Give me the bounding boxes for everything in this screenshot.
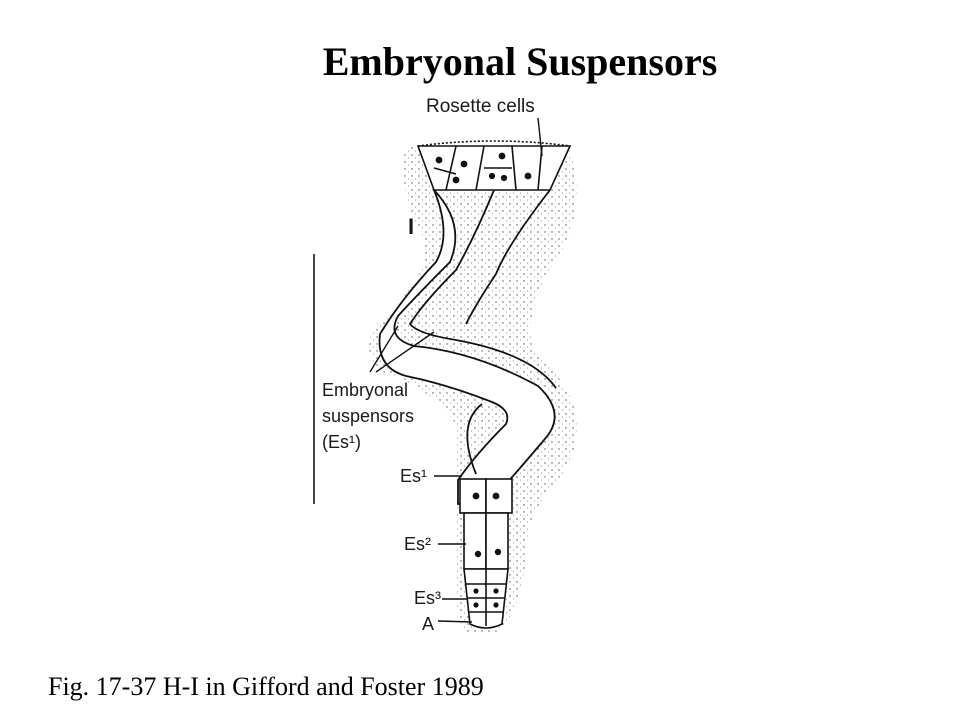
es1-label: Es¹	[400, 466, 427, 486]
rosette-cells-label: Rosette cells	[426, 96, 535, 117]
terminal-cells	[459, 478, 513, 629]
embryonal-suspensors-label-line3: (Es¹)	[322, 432, 361, 452]
es3-label: Es³	[414, 588, 441, 608]
embryonal-suspensors-label-line2: suspensors	[322, 406, 414, 426]
panel-label: I	[408, 214, 414, 239]
rosette-cells	[416, 140, 572, 191]
es2-label: Es²	[404, 534, 431, 554]
figure-caption: Fig. 17-37 H-I in Gifford and Foster 198…	[48, 672, 484, 701]
embryonal-suspensors-label-line1: Embryonal	[322, 380, 408, 400]
suspensor-diagram: Rosette cells I Embryonal suspensors (Es…	[306, 84, 612, 636]
leader-lines	[369, 117, 543, 623]
slide-title: Embryonal Suspensors	[322, 39, 718, 84]
apex-label: A	[422, 614, 434, 634]
